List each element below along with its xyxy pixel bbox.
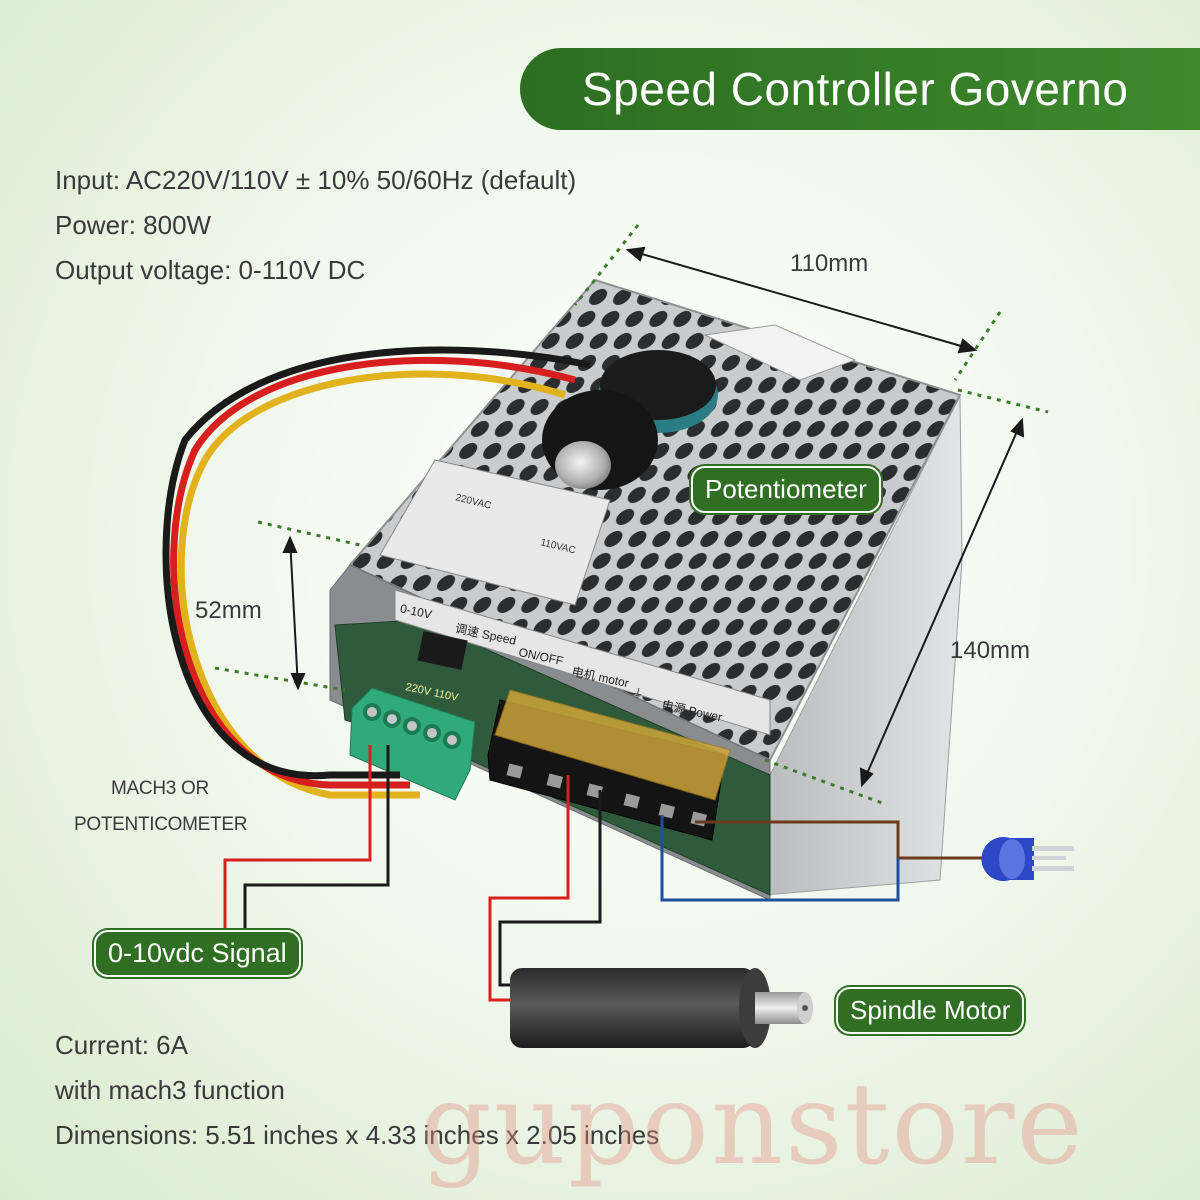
signal-terminal-block[interactable] <box>349 687 476 801</box>
motor-wire-red <box>488 775 570 1002</box>
spec-current: Current: 6A <box>55 1030 188 1060</box>
mach3-note-line2: POTENTICOMETER <box>74 814 248 835</box>
panel-label-strip <box>394 589 771 736</box>
dimension-length: 140mm <box>950 637 1031 664</box>
mach3-note-line1: MACH3 OR <box>111 778 209 799</box>
spec-power: Power: 800W <box>55 210 212 240</box>
power-plug-icon <box>981 837 1074 881</box>
potentiometer-knob-icon[interactable] <box>542 350 718 490</box>
dimension-guides <box>214 224 1049 805</box>
pot-wire-black <box>162 346 591 780</box>
top-label <box>703 324 857 381</box>
spindle-motor-callout: Spindle Motor <box>836 987 1025 1034</box>
power-wire-blue <box>660 815 900 902</box>
panel-label-0-10v: 0-10V <box>399 601 433 621</box>
page-title: Speed Controller Governo <box>582 63 1129 115</box>
motor-wire-black <box>498 790 602 987</box>
warning-sticker <box>379 459 611 606</box>
pot-wire-yellow <box>177 370 567 799</box>
watermark: guponstore <box>420 1060 1085 1190</box>
signal-callout: 0-10vdc Signal <box>94 930 301 977</box>
voltage-switch[interactable] <box>417 631 468 670</box>
title-banner: Speed Controller Governo <box>520 48 1200 130</box>
panel-label-ground: ⏚ <box>630 685 645 701</box>
dimension-arrows <box>282 246 1025 788</box>
signal-wire-red <box>223 745 372 928</box>
dimension-width: 110mm <box>790 250 869 277</box>
spec-output-voltage: Output voltage: 0-110V DC <box>55 255 366 285</box>
power-terminal-block[interactable] <box>487 689 731 841</box>
potentiometer-callout: Potentiometer <box>691 466 881 513</box>
spec-input: Input: AC220V/110V ± 10% 50/60Hz (defaul… <box>55 165 577 195</box>
spec-dimensions: Dimensions: 5.51 inches x 4.33 inches x … <box>55 1120 660 1150</box>
dimension-height: 52mm <box>195 597 262 624</box>
spec-mach3: with mach3 function <box>55 1075 285 1105</box>
signal-wire-black <box>243 745 390 928</box>
spindle-motor-icon <box>510 968 813 1048</box>
power-wire-brown <box>695 820 990 860</box>
